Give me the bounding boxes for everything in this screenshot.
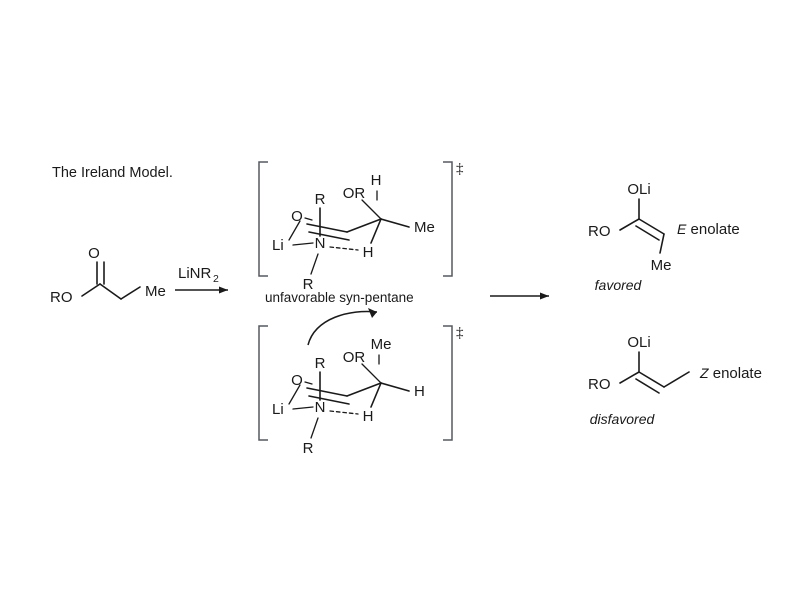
arrowhead-1 (219, 286, 228, 294)
page-title: The Ireland Model. (52, 165, 173, 181)
bracket-right-ts-e (443, 161, 453, 277)
bracket-left-ts-z (258, 325, 268, 441)
arrowhead-clash (368, 308, 377, 318)
ro-label-start: RO (50, 289, 73, 306)
descriptor-z-enolate: Z enolate (699, 365, 762, 382)
reagent-label: LiNR (178, 265, 212, 282)
n-substituent-bottom-ts-e: R (303, 276, 314, 293)
preference-label-z: disfavored (590, 411, 656, 427)
oli-label-e: OLi (627, 181, 650, 198)
carbonyl-oxygen-label: O (88, 245, 100, 262)
alkoxy-label-ts-e: OR (343, 185, 366, 202)
double-dagger-ts-e: ‡ (456, 161, 464, 177)
ro-label-z: RO (588, 376, 611, 393)
descriptor-italic-e: E (677, 221, 687, 237)
transition-state-z: ‡ Li O N R R OR Me H H (258, 308, 464, 457)
reaction-arrow-2 (490, 292, 549, 300)
transferred-h-label-ts-e: H (363, 244, 374, 261)
reagent-subscript: 2 (213, 273, 219, 285)
oxygen-label-ts-e: O (291, 208, 303, 225)
oli-label-z: OLi (627, 334, 650, 351)
methyl-label-start: Me (145, 283, 166, 300)
preference-label-e: favored (595, 277, 643, 293)
double-dagger-ts-z: ‡ (456, 325, 464, 341)
arrowhead-2 (540, 292, 549, 300)
oxygen-label-ts-z: O (291, 372, 303, 389)
descriptor-e-enolate: E enolate (677, 221, 740, 238)
bracket-right-ts-z (443, 325, 453, 441)
nitrogen-label-ts-e: N (315, 235, 326, 252)
syn-pentane-caption: unfavorable syn-pentane (265, 290, 414, 305)
product-e-enolate: RO OLi Me E enolate favored (588, 181, 740, 293)
reaction-arrow-1: LiNR 2 (175, 265, 228, 294)
ro-label-e: RO (588, 223, 611, 240)
starting-material-structure: RO O Me (50, 245, 166, 306)
descriptor-rest-z: enolate (709, 365, 762, 382)
alkoxy-label-ts-z: OR (343, 349, 366, 366)
n-substituent-top-ts-z: R (315, 355, 326, 372)
lithium-label-ts-z: Li (272, 401, 284, 418)
transferred-h-label-ts-z: H (363, 408, 374, 425)
axial-me-label-ts-z: Me (371, 336, 392, 353)
syn-pentane-clash-arrow (307, 310, 378, 346)
lithium-label-ts-e: Li (272, 237, 284, 254)
bracket-left-ts-e (258, 161, 268, 277)
axial-h-label-ts-e: H (371, 172, 382, 189)
product-z-enolate: RO OLi Z enolate disfavored (588, 334, 762, 427)
nitrogen-label-ts-z: N (315, 399, 326, 416)
descriptor-italic-z: Z (699, 365, 709, 381)
n-substituent-top-ts-e: R (315, 191, 326, 208)
alpha-substituent-ts-z: H (414, 383, 425, 400)
alpha-substituent-ts-e: Me (414, 219, 435, 236)
methyl-label-e: Me (651, 257, 672, 274)
descriptor-rest-e: enolate (686, 221, 739, 238)
n-substituent-bottom-ts-z: R (303, 440, 314, 457)
transition-state-e: ‡ Li O N R R OR H Me H (258, 161, 464, 293)
